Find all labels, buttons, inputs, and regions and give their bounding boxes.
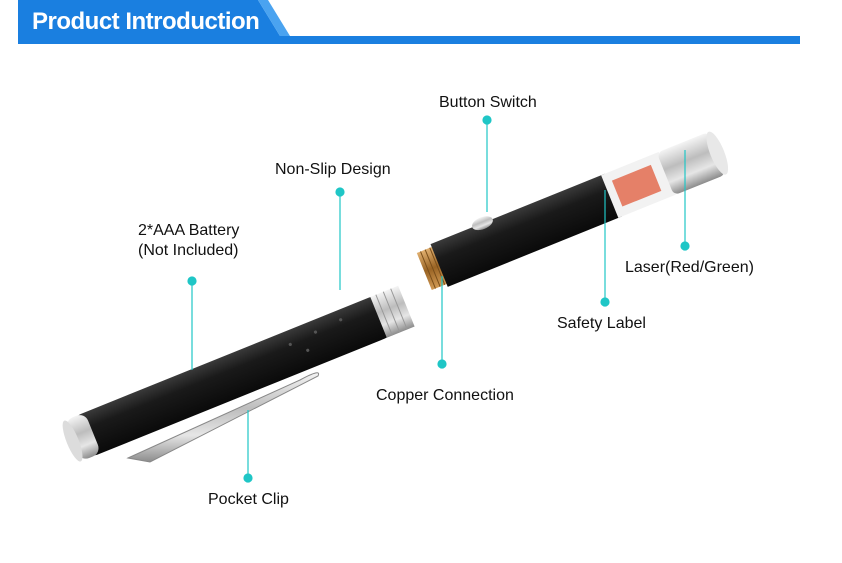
callout-dot-nonslip <box>335 187 345 197</box>
label-copper-connection: Copper Connection <box>376 387 514 404</box>
pocket-clip-shape <box>126 372 320 463</box>
label-button-switch: Button Switch <box>439 94 537 111</box>
label-safety-label: Safety Label <box>557 315 646 332</box>
callout-dot-clip <box>243 473 253 483</box>
header-banner <box>18 0 800 44</box>
battery-tube <box>62 285 415 462</box>
label-pocket-clip: Pocket Clip <box>208 491 289 508</box>
label-laser: Laser(Red/Green) <box>625 259 754 276</box>
label-battery-line2: (Not Included) <box>138 242 239 259</box>
callout-dot-button <box>482 115 492 125</box>
callout-dot-laser <box>680 241 690 251</box>
safety-sticker-text: DANGER <box>598 149 628 167</box>
page-title: Product Introduction <box>32 8 260 35</box>
callout-dot-copper <box>437 359 447 369</box>
label-non-slip-design: Non-Slip Design <box>275 161 391 178</box>
callout-dot-safety <box>600 297 610 307</box>
label-battery-line1: 2*AAA Battery <box>138 222 240 239</box>
callout-dot-battery <box>187 276 197 286</box>
laser-head <box>416 131 729 291</box>
